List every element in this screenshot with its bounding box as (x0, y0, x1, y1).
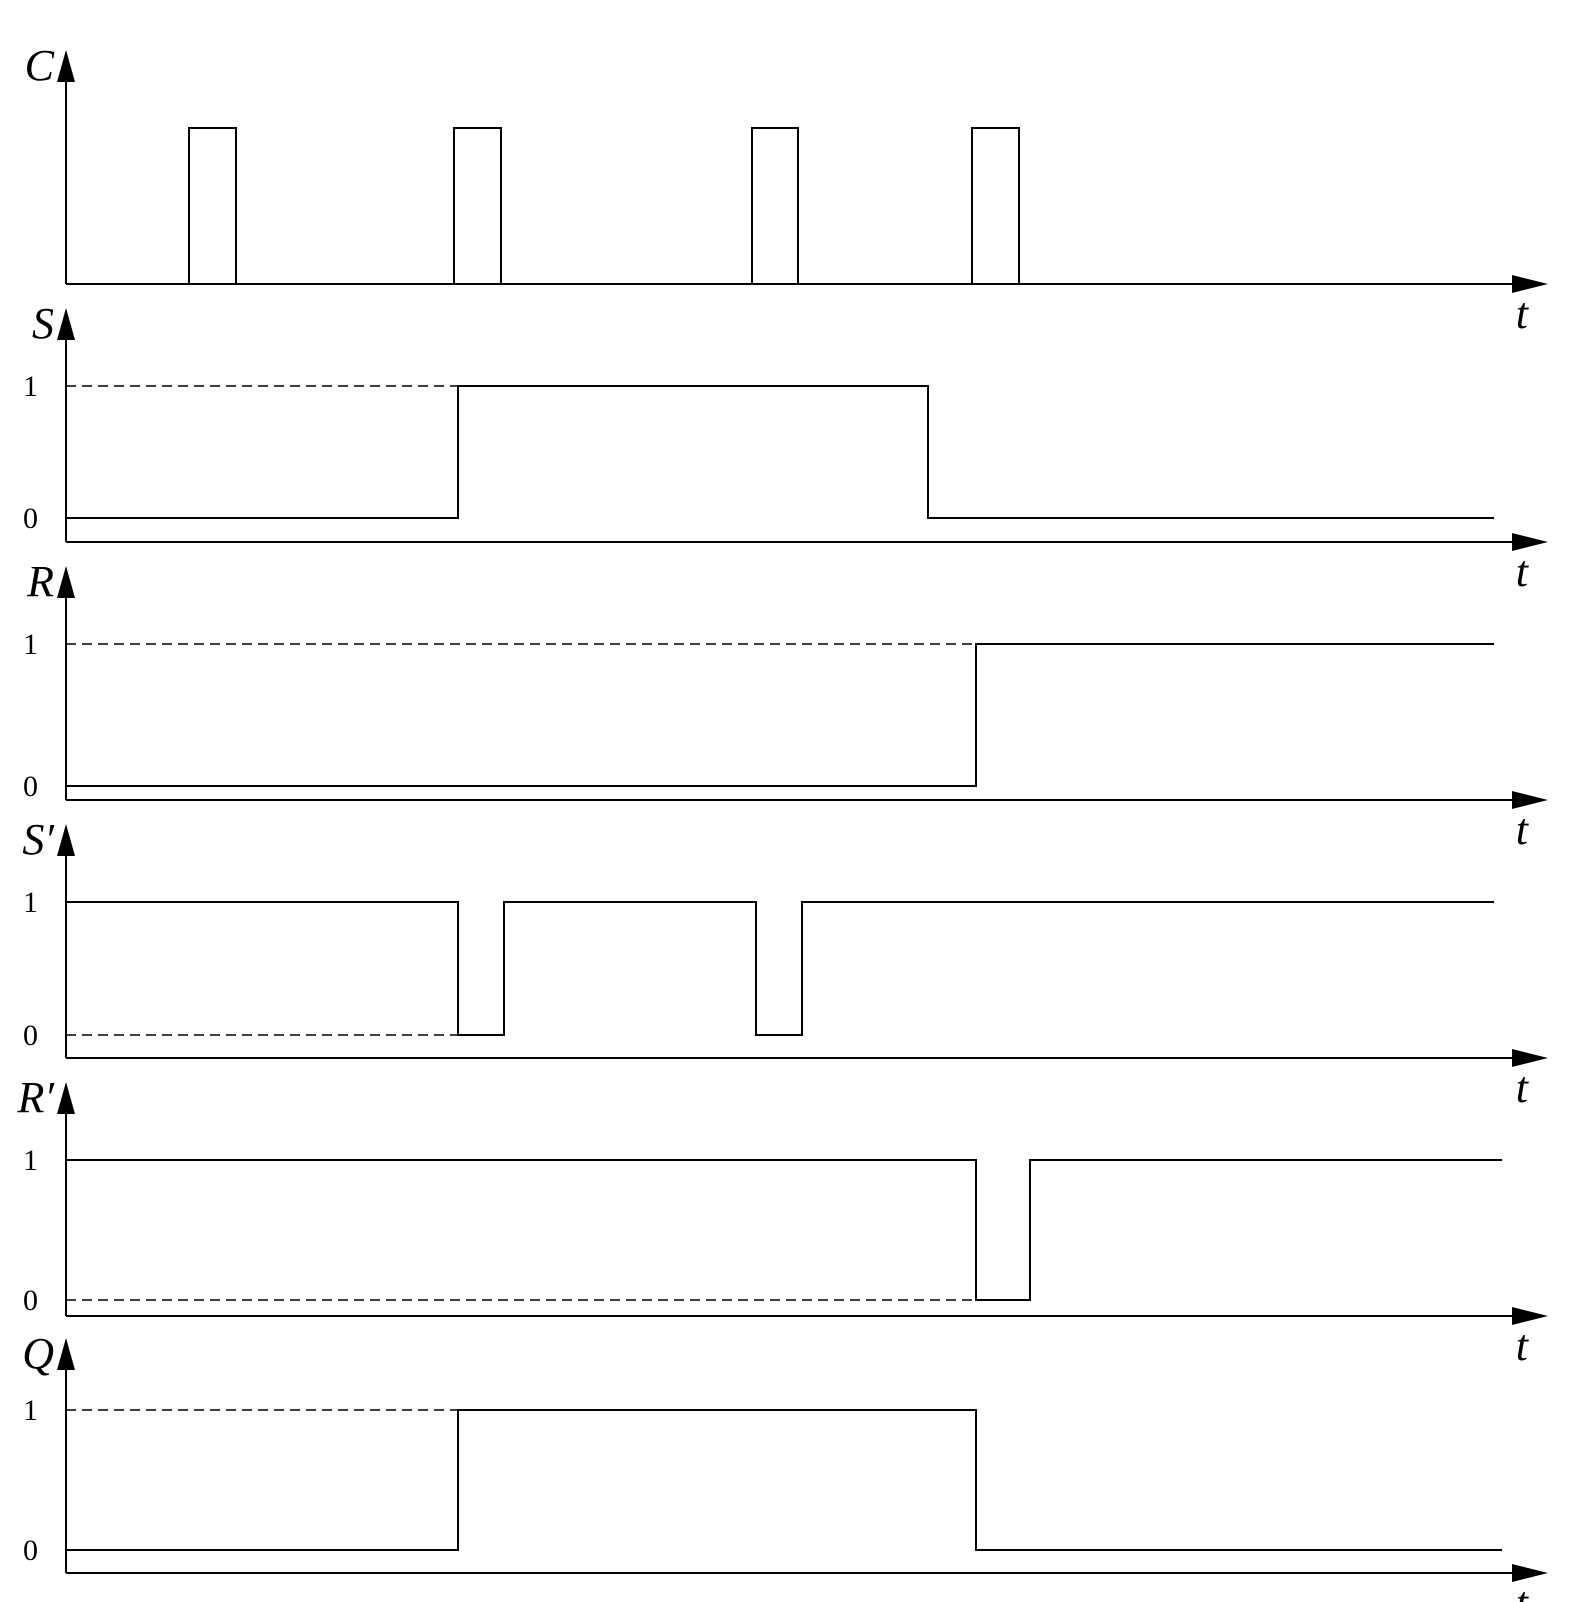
signal-5-value-arrow (57, 1338, 75, 1370)
signal-4-level-1-label: 1 (23, 1144, 38, 1177)
signal-5-t-label: t (1516, 1578, 1530, 1602)
signal-3-level-1-label: 1 (23, 886, 38, 919)
signal-2-t-label: t (1516, 805, 1530, 854)
signal-2-level-0-label: 0 (23, 770, 38, 803)
signal-2-panel: Rt 0 1 (23, 557, 1548, 854)
signal-5-time-arrow (1512, 1564, 1548, 1582)
signal-4-waveform (66, 1159, 1502, 1301)
signal-3-t-label: t (1516, 1063, 1530, 1112)
signal-4-level-0-label: 0 (23, 1284, 38, 1317)
signal-5-waveform (66, 1409, 1502, 1551)
signal-1-time-arrow (1512, 533, 1548, 551)
signal-0-panel: Ct (25, 41, 1548, 338)
signal-0-t-label: t (1516, 289, 1530, 338)
signal-3-panel: S′ t 0 1 (22, 815, 1548, 1112)
signal-0-waveform (66, 127, 1526, 285)
signal-2-time-arrow (1512, 791, 1548, 809)
signal-5-name-label: Q (22, 1329, 54, 1378)
signal-1-level-0-label: 0 (23, 502, 38, 535)
signal-4-value-arrow (57, 1082, 75, 1114)
signal-5-level-1-label: 1 (23, 1394, 38, 1427)
signal-0-name-label: C (25, 41, 55, 90)
signal-1-value-arrow (57, 308, 75, 340)
signal-1-waveform (66, 385, 1494, 519)
signal-3-level-0-label: 0 (23, 1019, 38, 1052)
signal-3-waveform (66, 901, 1494, 1036)
signal-1-name-label: S (32, 299, 54, 348)
signal-2-name-label: R (26, 557, 54, 606)
signal-4-t-label: t (1516, 1321, 1530, 1370)
signal-0-time-arrow (1512, 275, 1548, 293)
signal-1-level-1-label: 1 (23, 370, 38, 403)
signal-2-level-1-label: 1 (23, 628, 38, 661)
signal-3-time-arrow (1512, 1049, 1548, 1067)
signal-4-time-arrow (1512, 1307, 1548, 1325)
signal-3-name-label: S′ (22, 815, 55, 864)
signal-1-panel: St 0 1 (23, 299, 1548, 596)
signal-2-value-arrow (57, 566, 75, 598)
signal-4-name-label: R′ (16, 1073, 55, 1122)
signal-3-value-arrow (57, 824, 75, 856)
signal-5-level-0-label: 0 (23, 1534, 38, 1567)
signal-0-value-arrow (57, 50, 75, 82)
signal-5-panel: Qt 0 1 (22, 1329, 1548, 1602)
signal-2-waveform (66, 643, 1494, 787)
signal-1-t-label: t (1516, 547, 1530, 596)
signal-4-panel: R′ t 0 1 (16, 1073, 1548, 1370)
